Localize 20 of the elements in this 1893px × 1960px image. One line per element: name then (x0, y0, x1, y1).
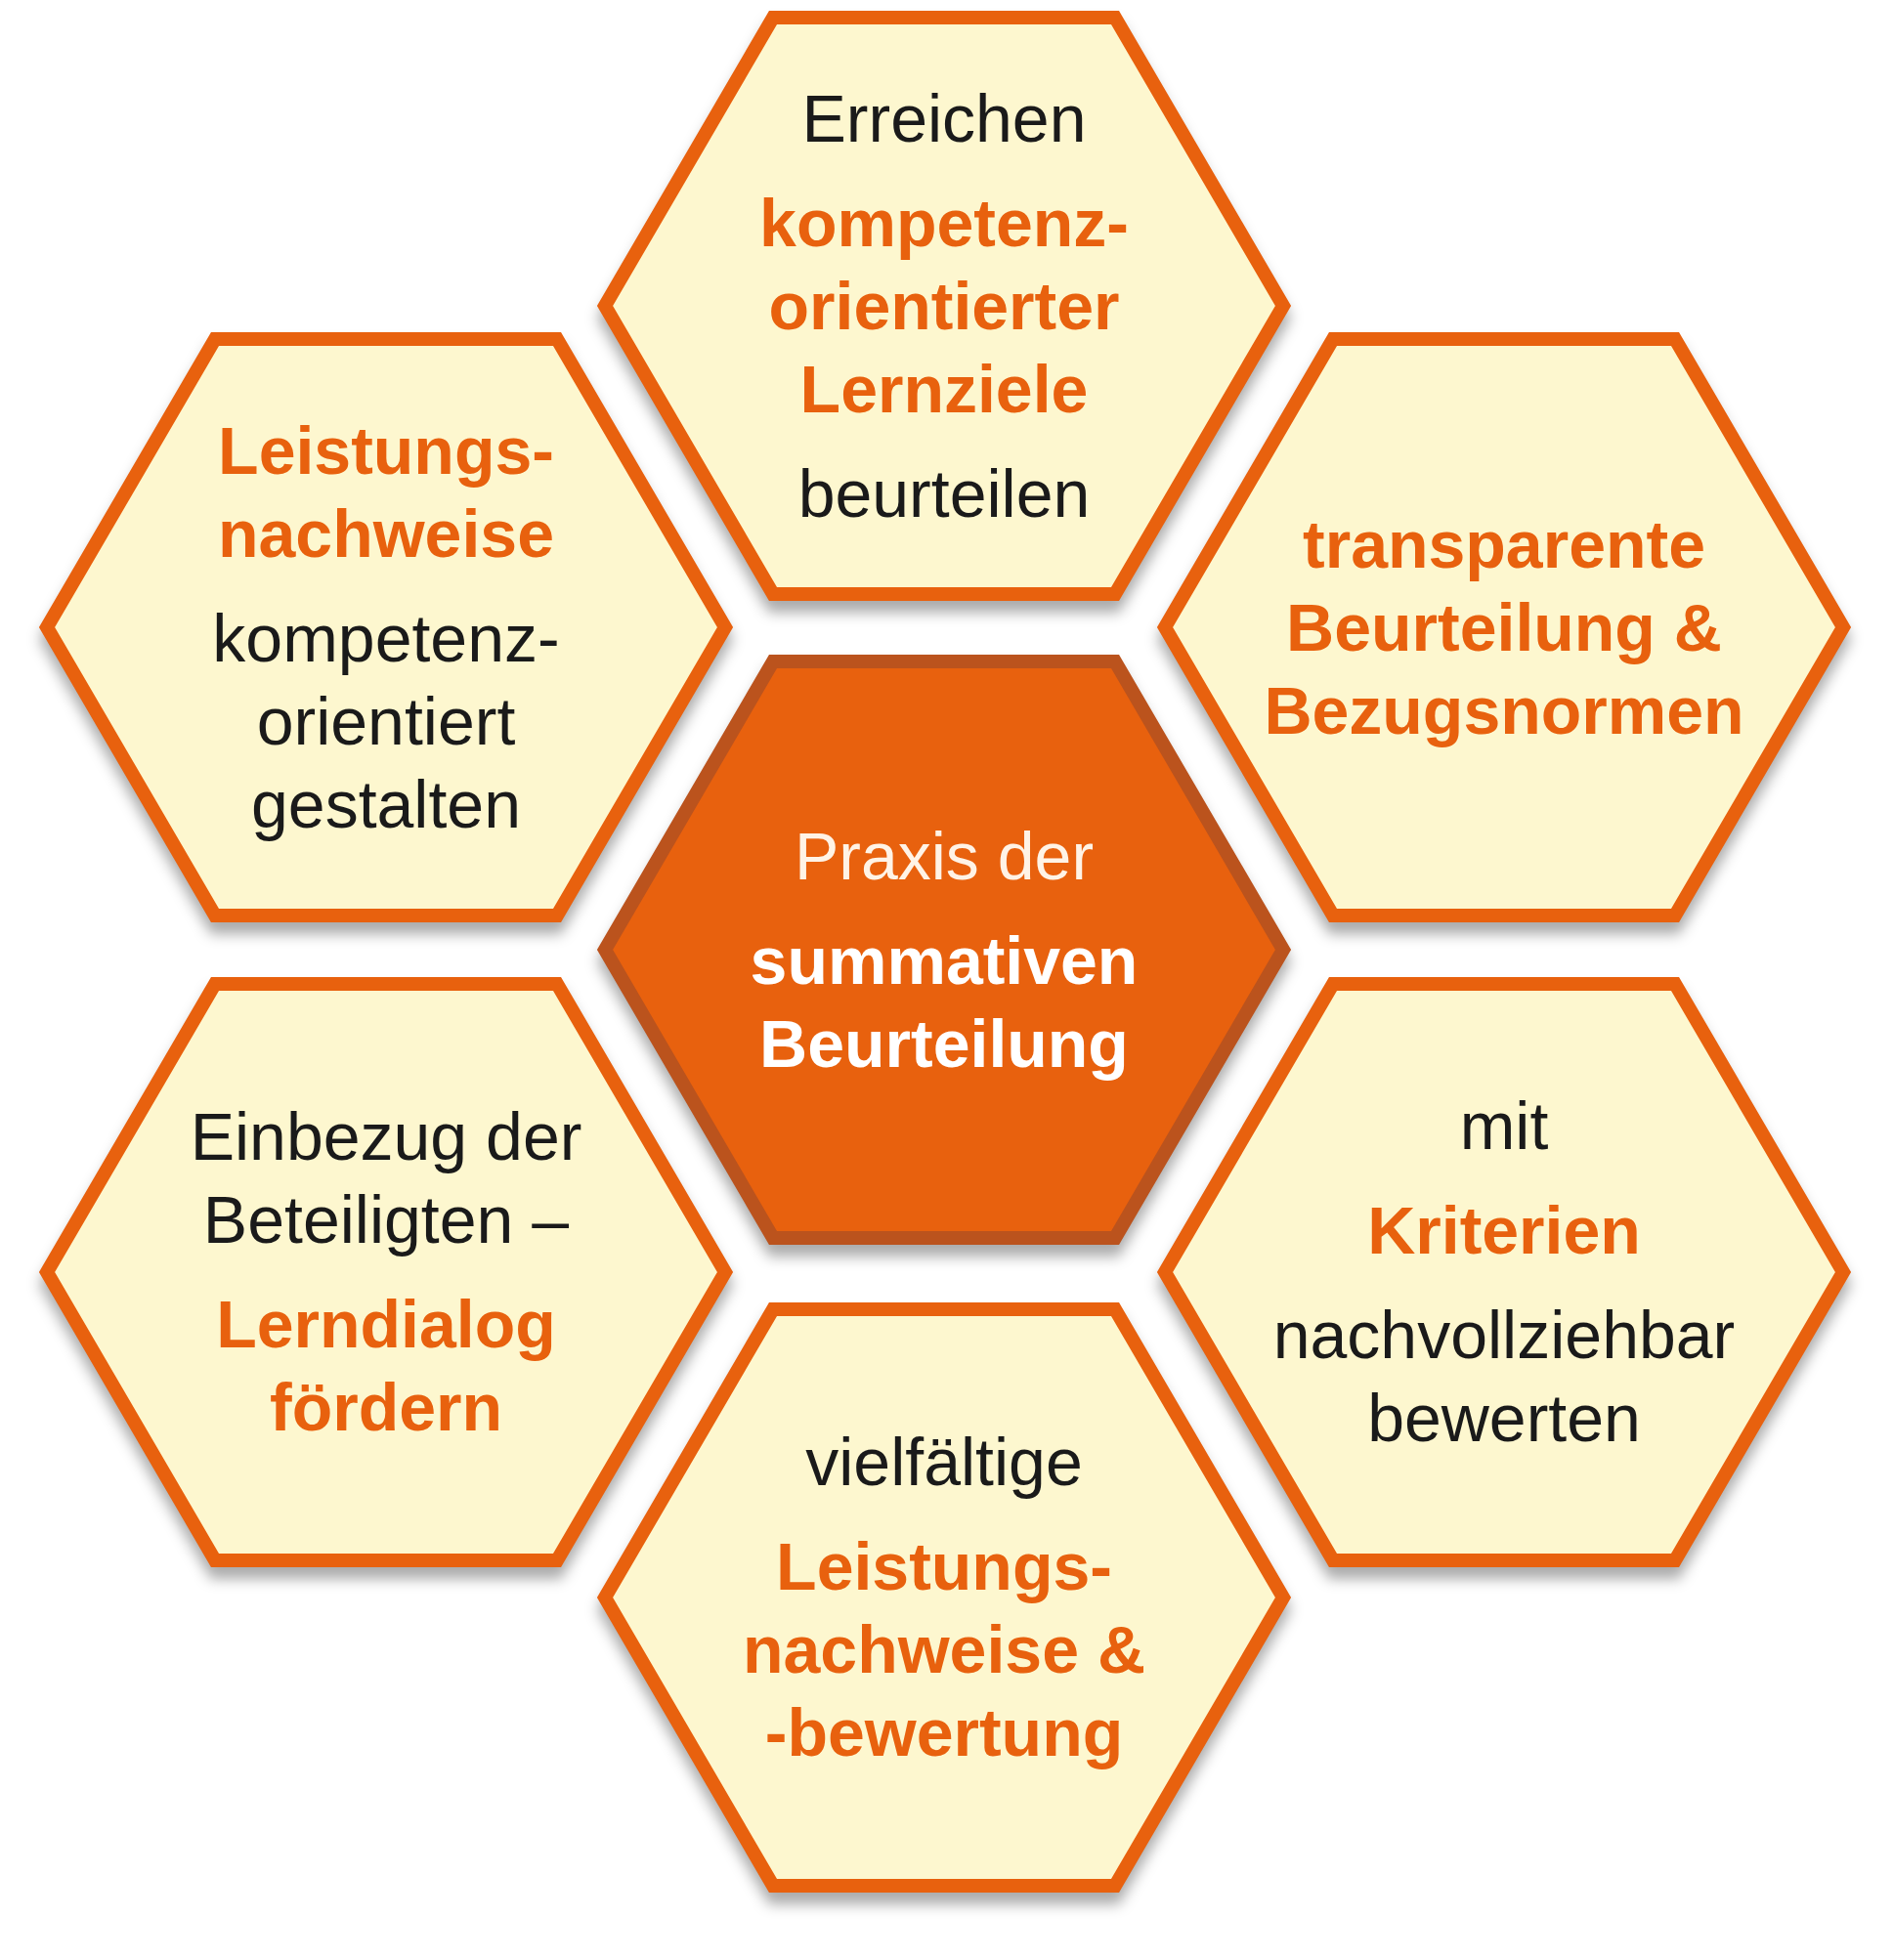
label: nachvollziehbar bewerten (1271, 1297, 1737, 1457)
label: vielfältige (804, 1424, 1084, 1501)
highlighted-label: Kriterien (1366, 1192, 1642, 1269)
hexagon (38, 332, 734, 922)
label: mit (1458, 1087, 1550, 1165)
highlighted-label: kompetenz- orientierter Lernziele (758, 184, 1130, 428)
highlighted-label: Leistungs- nachweise (217, 411, 555, 573)
highlighted-label: transparente Beurteilung & Bezugsnormen (1263, 505, 1745, 749)
label: Erreichen (800, 79, 1088, 157)
hexagon (1156, 977, 1852, 1567)
hexagon (38, 977, 734, 1567)
label: beurteilen (796, 454, 1092, 533)
highlighted-label: Leistungs- nachweise & -bewertung (742, 1528, 1146, 1771)
label: Einbezug der Beteiligten – (189, 1098, 583, 1258)
label: Praxis der (793, 817, 1096, 895)
highlighted-label: Lerndialog fördern (215, 1286, 557, 1446)
label: kompetenz- orientiert gestalten (211, 599, 561, 843)
hexagon (1156, 332, 1852, 922)
highlighted-label: summativen Beurteilung (749, 921, 1140, 1083)
hexagon (596, 11, 1292, 601)
